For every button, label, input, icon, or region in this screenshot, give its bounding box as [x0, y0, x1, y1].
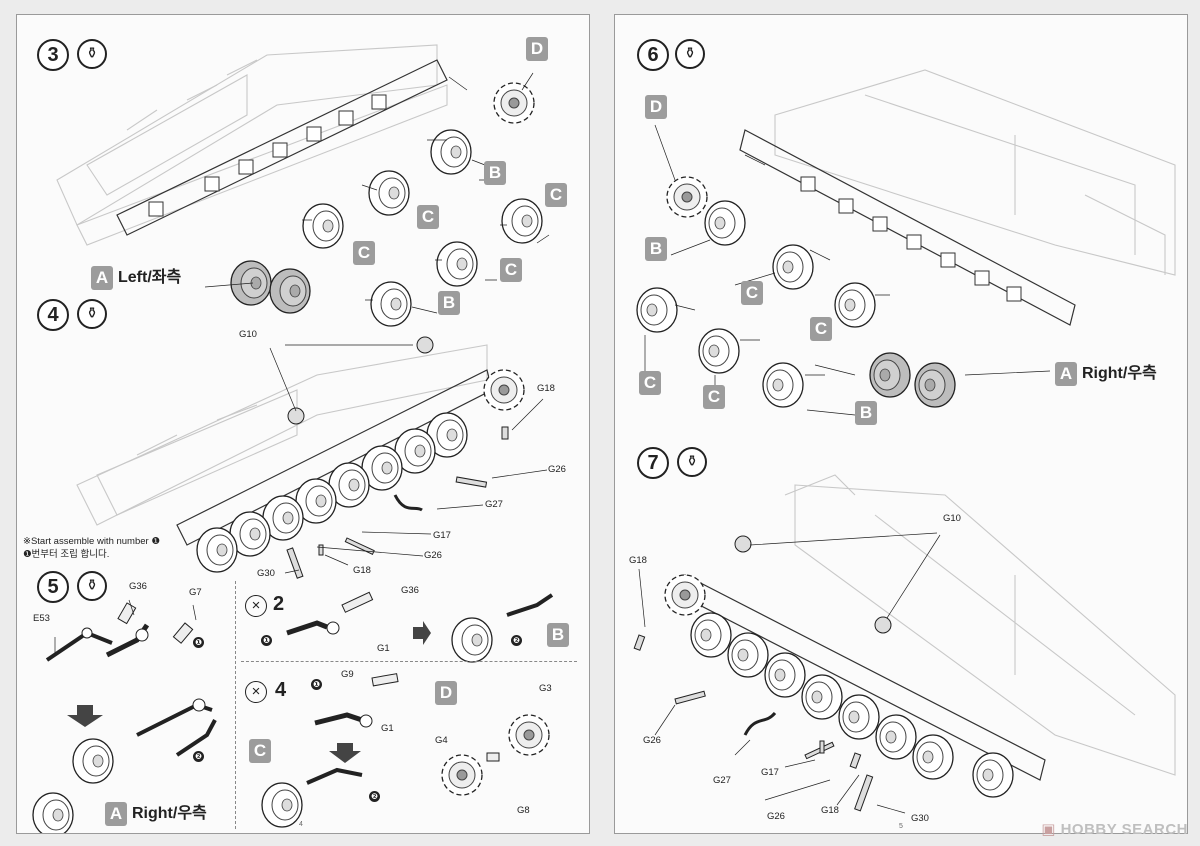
- step-3-number: 3: [37, 39, 69, 71]
- part-label-G27: G27: [485, 499, 503, 510]
- times-icon: ×: [245, 595, 267, 617]
- part-tag-B: B: [855, 401, 877, 425]
- part-tag-C: C: [810, 317, 832, 341]
- cement-bottle-icon: ⚱: [77, 299, 107, 329]
- part-label-G18: G18: [821, 805, 839, 816]
- step3-wheels: [230, 82, 543, 327]
- part-label-G26: G26: [767, 811, 785, 822]
- page-number: 5: [899, 823, 903, 830]
- cement-bottle-icon: ⚱: [675, 39, 705, 69]
- sequence-1-marker: ❶: [193, 637, 204, 648]
- part-label-G10: G10: [239, 329, 257, 340]
- part-label-G17: G17: [761, 767, 779, 778]
- part-tag-C: C: [353, 241, 375, 265]
- sub2-drawings: [286, 591, 554, 663]
- divider: [235, 581, 236, 829]
- cement-bottle-icon: ⚱: [77, 39, 107, 69]
- cement-bottle-icon: ⚱: [677, 447, 707, 477]
- part-tag-D: D: [526, 37, 548, 61]
- right-page-artwork: [633, 69, 1176, 814]
- part-tag-A: A: [1055, 361, 1077, 386]
- left-page: 3 ⚱ D B C C C C B A Left/좌측 4 ⚱ G10 G18 G…: [16, 14, 590, 834]
- part-tag-C: C: [500, 258, 522, 282]
- part-label-G4: G4: [435, 735, 448, 746]
- page-number: 4: [299, 821, 303, 828]
- divider: [241, 661, 577, 662]
- part-tag-C: C: [545, 183, 567, 207]
- part-label-G26: G26: [548, 464, 566, 475]
- part-tag-B: B: [438, 291, 460, 315]
- watermark-logo: ▣ HOBBY SEARCH: [1041, 821, 1188, 838]
- part-label-G3: G3: [539, 683, 552, 694]
- part-label-G1: G1: [377, 643, 390, 654]
- sub4-drawings: [261, 673, 399, 828]
- sequence-1-marker: ❶: [261, 635, 272, 646]
- quantity-label: 4: [275, 679, 287, 701]
- side-label-text: Right/우측: [132, 805, 207, 822]
- side-label-text: Right/우측: [1082, 365, 1157, 382]
- part-label-G26: G26: [424, 550, 442, 561]
- step5-drawings: [32, 602, 217, 833]
- quantity-label: 2: [273, 593, 285, 615]
- part-label-G27: G27: [713, 775, 731, 786]
- left-side-label: A Left/좌측: [91, 263, 181, 290]
- part-tag-B: B: [547, 623, 569, 647]
- step-5-number: 5: [37, 571, 69, 603]
- part-label-G26: G26: [643, 735, 661, 746]
- assembly-note-ko: ❶번부터 조립 합니다.: [23, 549, 110, 560]
- watermark-text: HOBBY SEARCH: [1060, 821, 1188, 838]
- sequence-2-marker: ❷: [193, 751, 204, 762]
- part-label-G17: G17: [433, 530, 451, 541]
- assembly-note: ※Start assemble with number ❶ ❶번부터 조립 합니…: [23, 535, 160, 561]
- part-label-G18: G18: [537, 383, 555, 394]
- right-side-label: A Right/우측: [1055, 359, 1157, 386]
- part-label-G7: G7: [189, 587, 202, 598]
- cement-bottle-icon: ⚱: [77, 571, 107, 601]
- part-label-E53: E53: [33, 613, 50, 624]
- part-tag-D: D: [645, 95, 667, 119]
- part-tag-C: C: [639, 371, 661, 395]
- part-label-G36: G36: [129, 581, 147, 592]
- part-tag-A: A: [91, 265, 113, 290]
- part-tag-A: A: [105, 801, 127, 826]
- part-tag-C: C: [249, 739, 271, 763]
- part-tag-B: B: [484, 161, 506, 185]
- part-label-G18: G18: [629, 555, 647, 566]
- part-label-G10: G10: [943, 513, 961, 524]
- right-side-label: A Right/우측: [105, 799, 207, 826]
- part-tag-D: D: [435, 681, 457, 705]
- side-label-text: Left/좌측: [118, 269, 182, 286]
- part-label-G36: G36: [401, 585, 419, 596]
- step-6-number: 6: [637, 39, 669, 71]
- part-tag-B: B: [645, 237, 667, 261]
- step4-wheels: [196, 369, 525, 573]
- part-tag-C: C: [417, 205, 439, 229]
- sequence-1-marker: ❶: [311, 679, 322, 690]
- part-label-G8: G8: [517, 805, 530, 816]
- part-tag-C: C: [703, 385, 725, 409]
- step7-wheels: [664, 574, 1014, 798]
- subD-drawings: [441, 714, 550, 796]
- sequence-2-marker: ❷: [511, 635, 522, 646]
- part-label-G30: G30: [911, 813, 929, 824]
- part-tag-C: C: [741, 281, 763, 305]
- part-label-G18: G18: [353, 565, 371, 576]
- times-icon: ×: [245, 681, 267, 703]
- sequence-2-marker: ❷: [369, 791, 380, 802]
- left-page-artwork: [32, 44, 554, 833]
- assembly-note-en: ※Start assemble with number ❶: [23, 536, 160, 547]
- part-label-G9: G9: [341, 669, 354, 680]
- part-label-G1: G1: [381, 723, 394, 734]
- step6-wheels: [636, 176, 956, 408]
- step-4-number: 4: [37, 299, 69, 331]
- part-label-G30: G30: [257, 568, 275, 579]
- step-7-number: 7: [637, 447, 669, 479]
